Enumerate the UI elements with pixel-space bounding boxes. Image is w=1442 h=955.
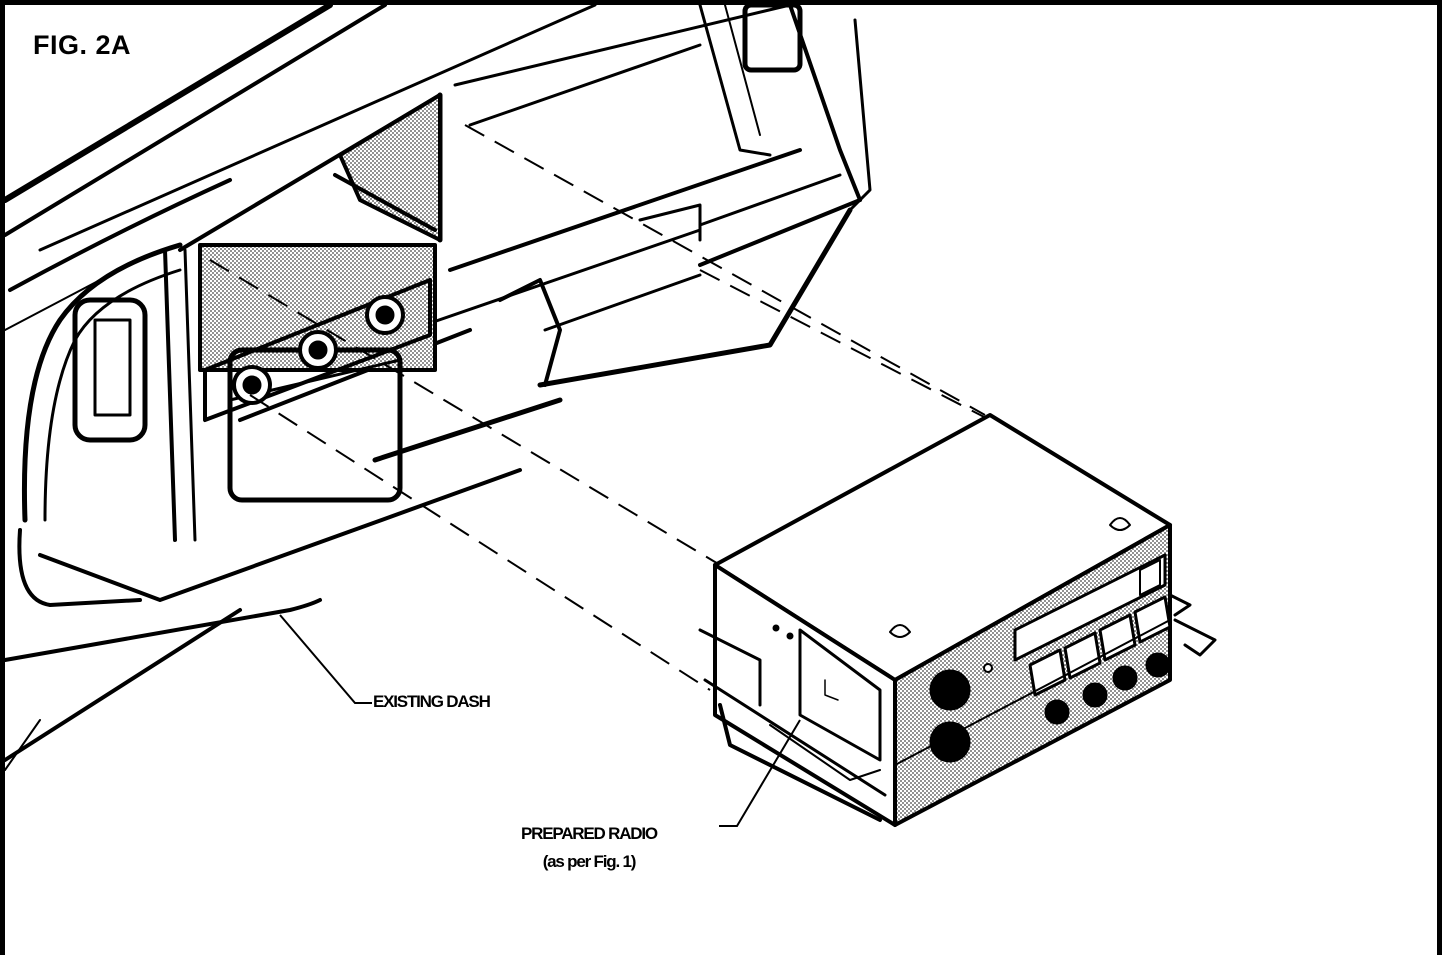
radio-drawing xyxy=(698,413,1217,827)
existing-dash-label: EXISTING DASH xyxy=(373,692,491,711)
dashboard-drawing xyxy=(2,2,872,771)
leader-lines xyxy=(279,614,801,827)
figure-title: FIG. 2A xyxy=(33,30,132,60)
projection-lines xyxy=(209,124,991,691)
prepared-radio-label: PREPARED RADIO (as per Fig. 1) xyxy=(521,820,658,876)
prepared-radio-label-line1: PREPARED RADIO xyxy=(521,824,658,843)
dash-knobs xyxy=(232,295,405,405)
prepared-radio-label-line2: (as per Fig. 1) xyxy=(542,852,637,871)
